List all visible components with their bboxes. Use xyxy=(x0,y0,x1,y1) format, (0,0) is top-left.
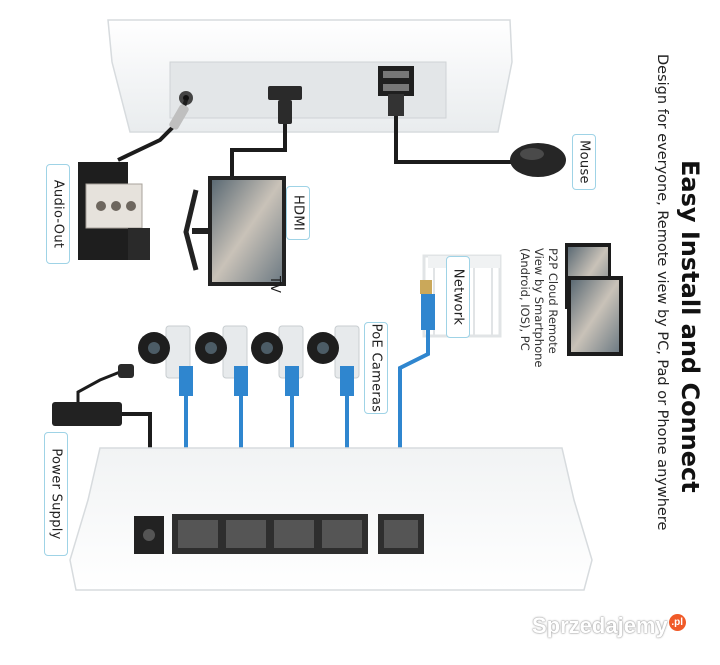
nvr-rear-panel xyxy=(107,19,513,133)
page-title: Easy Install and Connect xyxy=(676,160,704,493)
label-mouse: Mouse xyxy=(572,134,596,190)
hdmi-port xyxy=(268,86,302,100)
smartphones xyxy=(565,243,623,356)
watermark-badge: .pl xyxy=(668,613,686,631)
label-tv: TV xyxy=(267,276,282,293)
p2p-line-1: P2P Cloud Remote xyxy=(546,248,560,354)
p2p-line-2: View by Smartphone xyxy=(532,248,546,368)
mouse-cable xyxy=(394,100,512,164)
page-subtitle: Design for everyone, Remote view by PC, … xyxy=(654,54,670,531)
label-hdmi: HDMI xyxy=(286,186,310,240)
label-network: Network xyxy=(446,256,470,338)
label-audio-out: Audio-Out xyxy=(46,164,70,264)
watermark-text: Sprzedajemy xyxy=(532,613,668,638)
usb-ports xyxy=(378,66,414,96)
p2p-description: P2P Cloud Remote View by Smartphone (And… xyxy=(518,248,560,367)
p2p-line-3: (Android, IOS), PC xyxy=(518,248,532,351)
hdmi-cable xyxy=(230,102,287,178)
label-power-supply: Power Supply xyxy=(44,432,68,556)
nvr-front-panel xyxy=(69,447,593,591)
mouse-device xyxy=(510,143,566,177)
tv-device xyxy=(183,176,286,286)
label-poe-cameras: PoE Cameras xyxy=(364,322,388,414)
watermark: Sprzedajemy.pl xyxy=(532,613,686,639)
poe-cameras xyxy=(138,325,360,379)
speaker-device xyxy=(78,162,150,260)
